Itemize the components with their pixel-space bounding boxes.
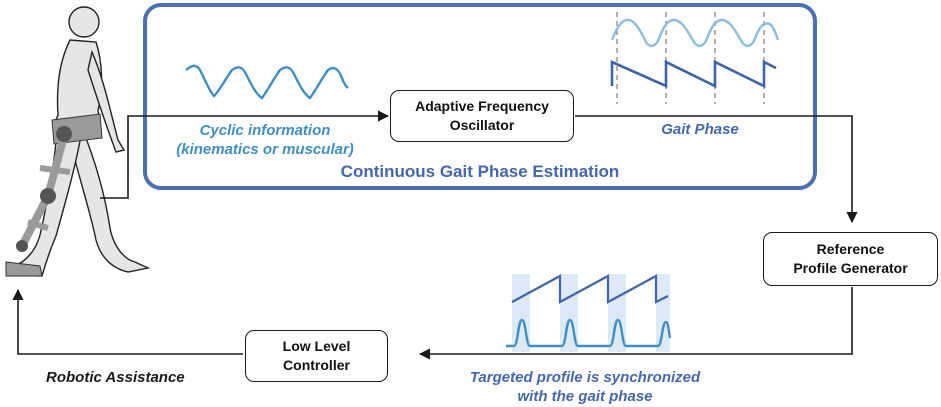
- arrow-to-oscillator: [100, 110, 390, 199]
- robotic-assistance-label: Robotic Assistance: [46, 369, 185, 386]
- low-level-controller-box: Low Level Controller: [245, 330, 388, 382]
- arrow-to-profile-generator: [575, 115, 858, 224]
- llc-label-line1: Low Level: [282, 338, 351, 354]
- walking-person-with-exoskeleton-icon: [5, 6, 151, 277]
- rpg-label-line1: Reference: [816, 241, 885, 257]
- targeted-line1: Targeted profile is synchronized: [469, 369, 701, 386]
- cyclic-line1: Cyclic information: [199, 122, 331, 139]
- rpg-label-line2: Profile Generator: [793, 260, 908, 276]
- assistance-profile-pulses: [506, 318, 672, 348]
- gait-phase-label: Gait Phase: [661, 121, 739, 138]
- afo-label-line1: Adaptive Frequency: [415, 98, 549, 114]
- arrow-to-controller: [418, 287, 853, 360]
- targeted-line2: with the gait phase: [517, 388, 653, 405]
- gait-phase-sawtooth: [610, 59, 777, 89]
- reference-profile-generator-box: Reference Profile Generator: [763, 232, 938, 286]
- llc-label-line2: Controller: [283, 357, 350, 373]
- afo-label-line2: Oscillator: [449, 117, 515, 133]
- adaptive-frequency-oscillator-box: Adaptive Frequency Oscillator: [390, 90, 574, 142]
- reference-sawtooth: [511, 274, 669, 304]
- flow-arrows: [12, 110, 858, 360]
- estimation-frame: [143, 3, 817, 190]
- cyclic-information-label: Cyclic information (kinematics or muscul…: [165, 121, 365, 159]
- gait-phase-markers: [616, 12, 765, 104]
- gait-phase-signal-wave: [610, 18, 780, 48]
- arrow-to-person: [12, 288, 243, 355]
- cyclic-information-wave: [185, 64, 349, 100]
- cyclic-line2: (kinematics or muscular): [176, 141, 354, 158]
- targeted-profile-label: Targeted profile is synchronized with th…: [435, 368, 735, 406]
- section-title: Continuous Gait Phase Estimation: [340, 162, 620, 181]
